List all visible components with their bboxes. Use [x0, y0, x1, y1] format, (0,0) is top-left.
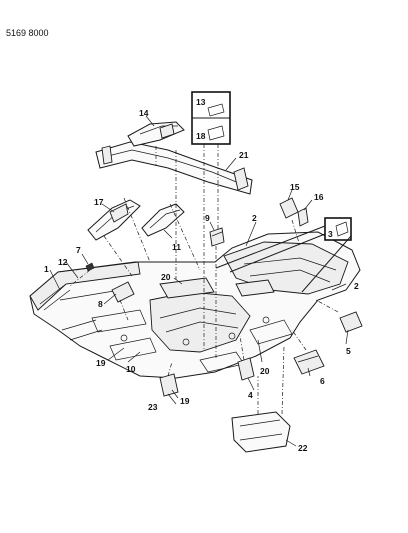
- clip-7: [85, 262, 95, 272]
- bracket-4: [237, 357, 255, 381]
- callout-11: 11: [172, 242, 181, 252]
- callout-23: 23: [148, 402, 158, 412]
- callout-2-right: 2: [354, 281, 359, 291]
- callout-20-lower: 20: [260, 366, 270, 376]
- callout-7: 7: [76, 245, 81, 255]
- callout-5: 5: [346, 346, 351, 356]
- callout-8: 8: [98, 299, 103, 309]
- diagram-code: 5169 8000: [6, 28, 49, 38]
- bracket-23: [159, 373, 179, 397]
- callout-19-lower: 19: [180, 396, 190, 406]
- callout-21: 21: [239, 150, 249, 160]
- callout-19-left: 19: [96, 358, 106, 368]
- callout-17: 17: [94, 197, 104, 207]
- floor-pan: [29, 231, 361, 379]
- inset-box-3: [324, 217, 352, 241]
- callout-1: 1: [44, 264, 49, 274]
- callout-16: 16: [314, 192, 324, 202]
- crossmember-21: [95, 141, 253, 195]
- bracket-5: [339, 311, 363, 333]
- alignment-lines: [69, 144, 339, 415]
- callout-labels: 13 18 14 21 17 11 9 2 15 16 3 7 1 12 8 2…: [44, 97, 359, 453]
- callout-6: 6: [320, 376, 325, 386]
- callout-12: 12: [58, 257, 68, 267]
- bracket-9: [209, 227, 225, 247]
- rail-11: [141, 203, 185, 237]
- bracket-15-16: [279, 197, 309, 227]
- callout-4: 4: [248, 390, 253, 400]
- brace-22: [231, 411, 291, 453]
- callout-13: 13: [196, 97, 206, 107]
- rail-17: [87, 199, 141, 241]
- callout-9: 9: [205, 213, 210, 223]
- callout-18: 18: [196, 131, 206, 141]
- callout-10: 10: [126, 364, 136, 374]
- bracket-8: [111, 281, 135, 303]
- callout-15: 15: [290, 182, 300, 192]
- callout-22: 22: [298, 443, 308, 453]
- leader-lines: [49, 115, 349, 447]
- bracket-14: [127, 121, 185, 147]
- inset-box-13-18: [191, 91, 231, 145]
- callout-14: 14: [139, 108, 149, 118]
- inset-leader-lines: [215, 225, 352, 293]
- callout-20-upper: 20: [161, 272, 171, 282]
- callout-2-upper: 2: [252, 213, 257, 223]
- callout-3: 3: [328, 229, 333, 239]
- bracket-6: [293, 349, 325, 375]
